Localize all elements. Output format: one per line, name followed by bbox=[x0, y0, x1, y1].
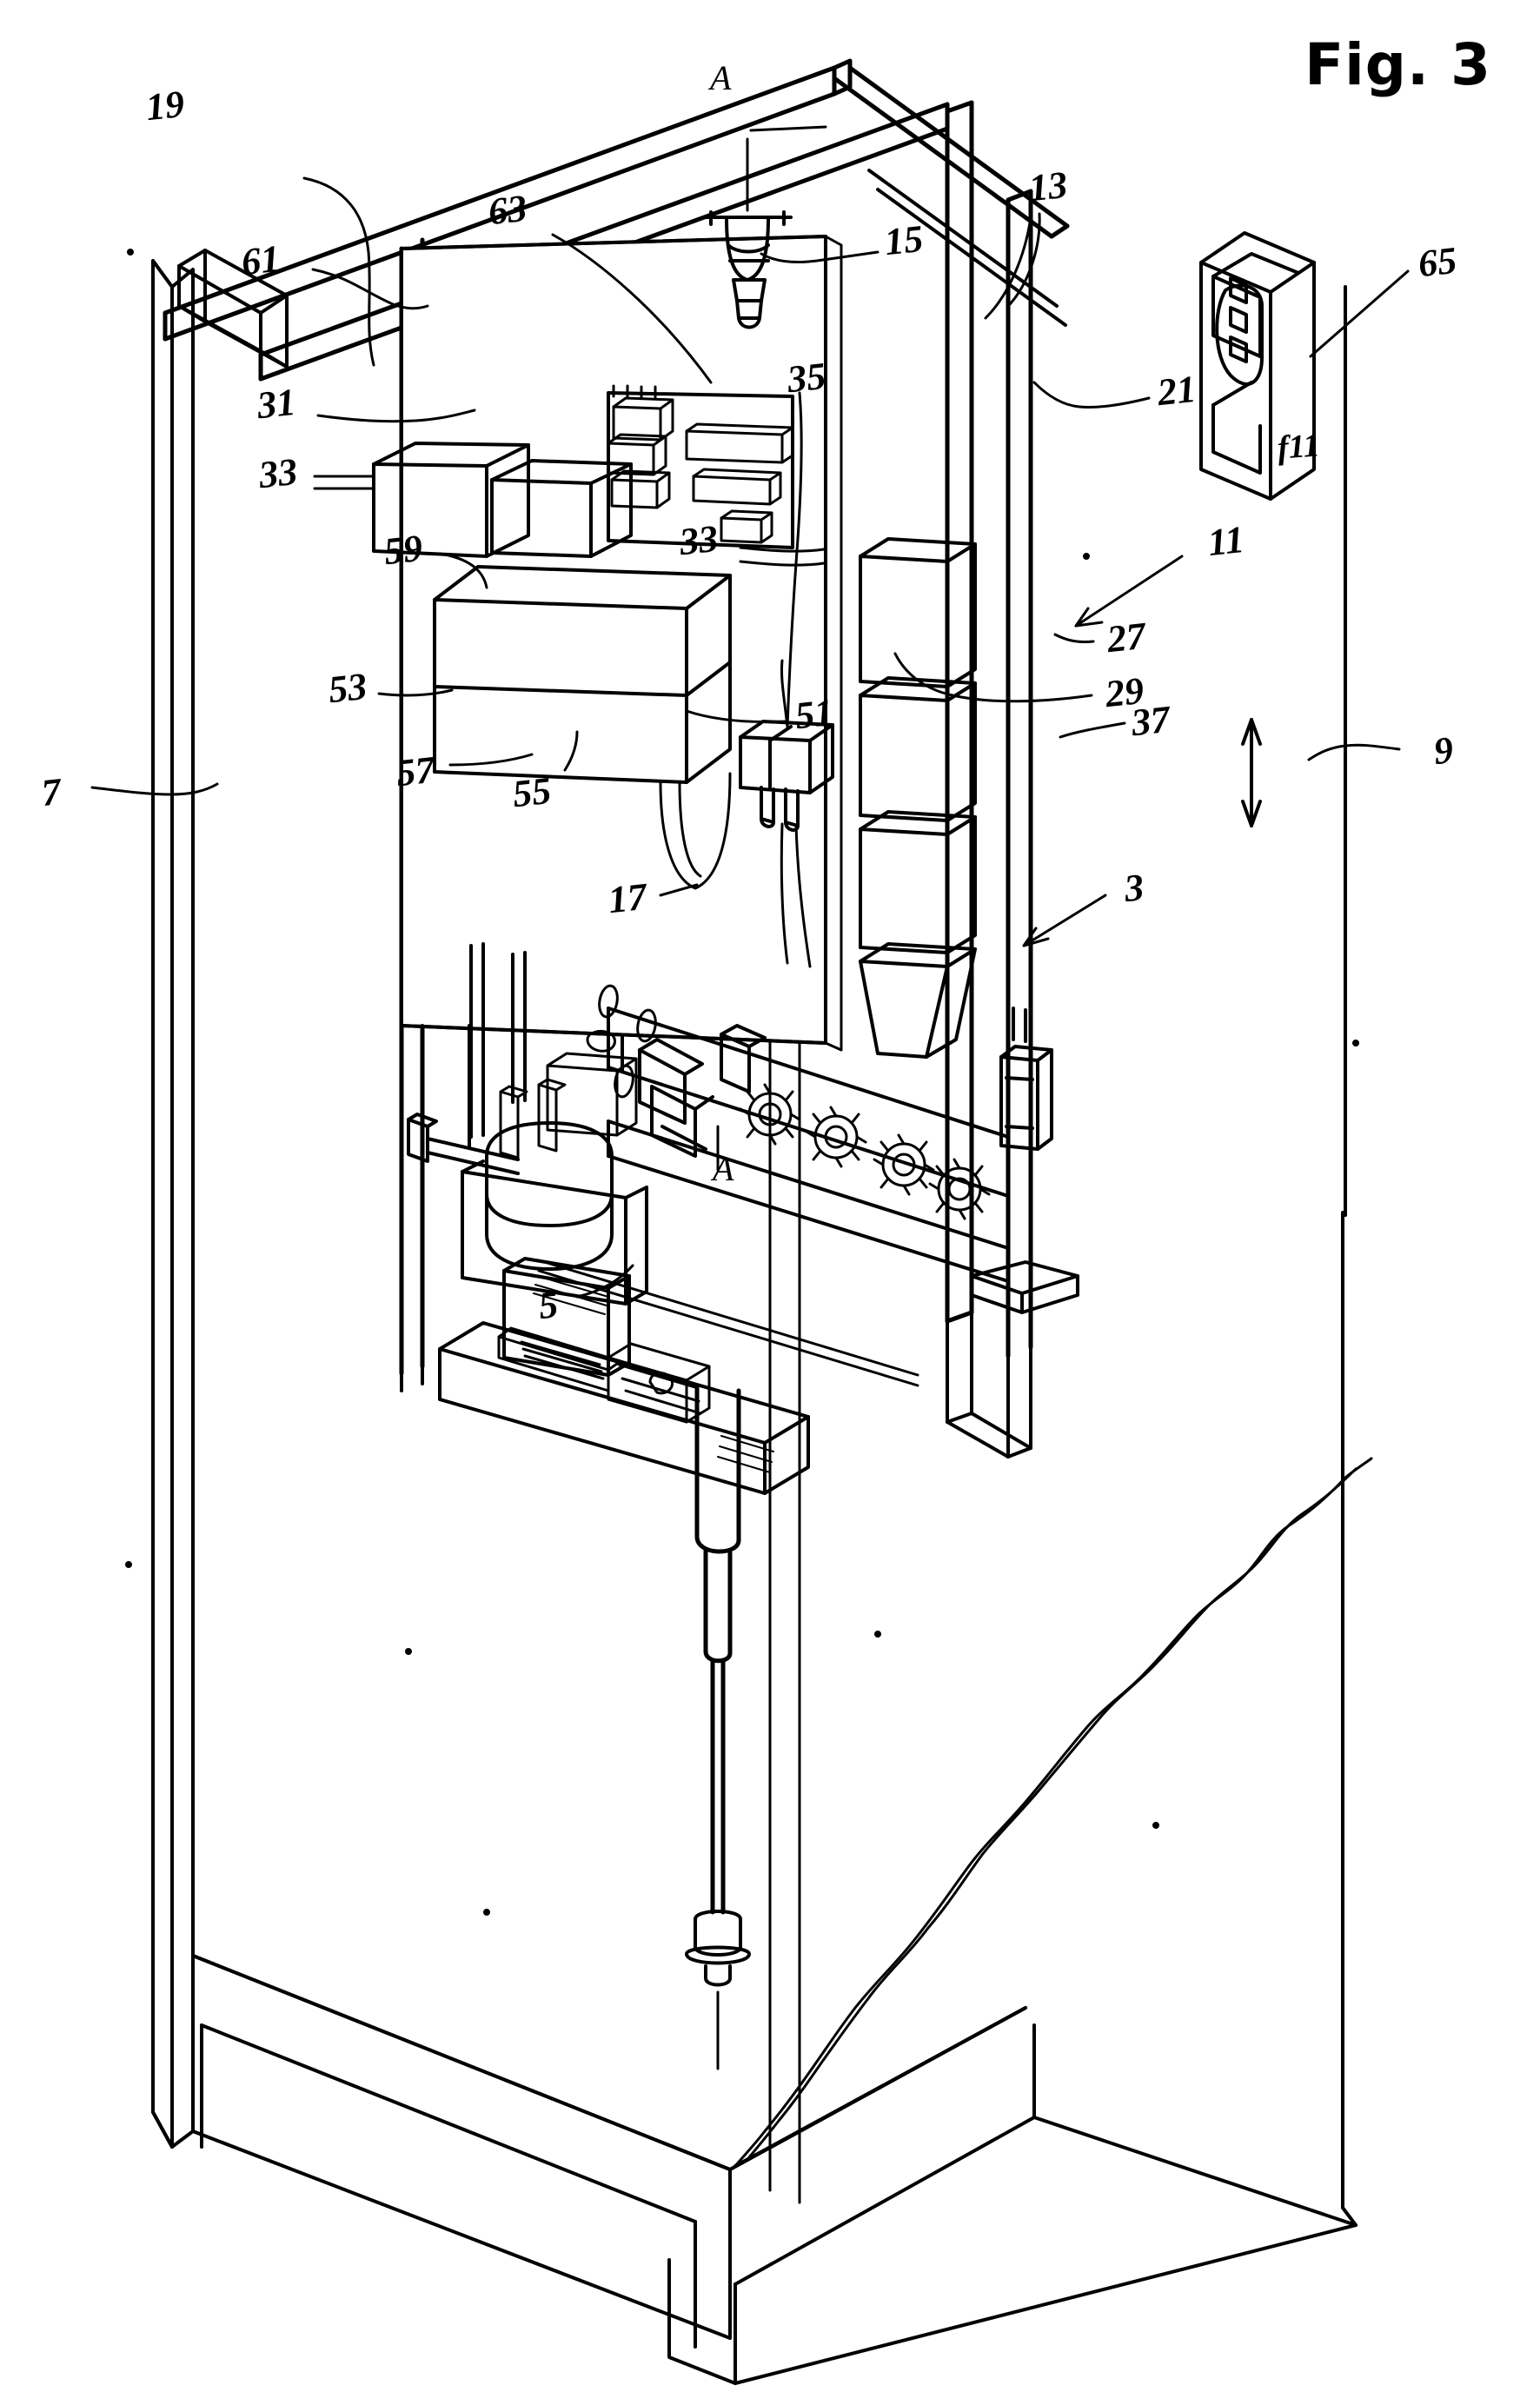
ref-numeral-53: 53 bbox=[326, 664, 369, 712]
ref-numeral-33-left: 33 bbox=[256, 449, 300, 497]
main-panel-19 bbox=[400, 235, 827, 1045]
upper-spindle-head-15 bbox=[702, 210, 793, 329]
transformer-block-31 bbox=[433, 565, 732, 784]
section-marker-a-bottom: A bbox=[713, 1149, 734, 1188]
ref-numeral-61: 61 bbox=[239, 236, 282, 284]
frame-top-right-beam bbox=[832, 65, 1070, 239]
angled-bracket-51 bbox=[638, 1038, 714, 1158]
ref-numeral-7: 7 bbox=[39, 769, 63, 815]
torn-break-edge-inner bbox=[747, 1467, 1357, 2159]
rotary-heads-29 bbox=[739, 1083, 991, 1220]
cabinet-floor bbox=[191, 1954, 1027, 2340]
component-block-61b bbox=[490, 459, 633, 558]
detail-hatching bbox=[533, 1275, 609, 1315]
piston-foot bbox=[685, 1910, 751, 1987]
slide-block-27 bbox=[999, 1007, 1053, 1151]
mid-cross-plate-lower bbox=[607, 1120, 1010, 1283]
ref-numeral-31: 31 bbox=[255, 380, 298, 428]
ref-numeral-9: 9 bbox=[1431, 728, 1456, 774]
component-block-61 bbox=[372, 442, 530, 558]
ref-numeral-11: 11 bbox=[1205, 517, 1246, 565]
frame-right-post bbox=[945, 100, 974, 1324]
ref-numeral-57: 57 bbox=[394, 748, 437, 795]
torn-break-edge bbox=[733, 1457, 1373, 2168]
figure-title: Fig. 3 bbox=[1304, 31, 1491, 98]
main-panel-edge bbox=[824, 235, 843, 1052]
posts bbox=[499, 1078, 567, 1159]
ref-numeral-15: 15 bbox=[882, 216, 926, 264]
circuit-board-63 bbox=[607, 391, 794, 549]
ref-numeral-35: 35 bbox=[785, 354, 828, 402]
ref-numeral-55: 55 bbox=[510, 768, 554, 816]
ref-numeral-37: 37 bbox=[1129, 697, 1172, 745]
frame-right-post-outer bbox=[1006, 189, 1033, 1359]
cabinet-floor-lip bbox=[667, 2023, 1357, 2385]
ref-numeral-13: 13 bbox=[1026, 163, 1070, 210]
ref-numeral-59: 59 bbox=[382, 526, 425, 574]
ref-numeral-27: 27 bbox=[1105, 614, 1148, 661]
ref-numeral-63: 63 bbox=[486, 186, 529, 234]
cabinet-outer-wall bbox=[1341, 1211, 1357, 2227]
ref-numeral-17: 17 bbox=[606, 874, 649, 922]
ref-numeral-65: 65 bbox=[1416, 238, 1459, 286]
small-dots bbox=[125, 249, 1359, 1916]
foot-bracket-37 bbox=[970, 1260, 1079, 1314]
ref-numeral-21: 21 bbox=[1155, 367, 1198, 415]
leader-lines bbox=[90, 125, 1410, 1299]
cabinet-corner-bracket bbox=[177, 249, 289, 369]
cabinet-floor-riser bbox=[200, 2023, 697, 2349]
rail-51 bbox=[537, 1259, 919, 1387]
frame-top-right-beam-b bbox=[867, 169, 1067, 327]
base-plate-57 bbox=[438, 1321, 810, 1495]
motor-body-53 bbox=[485, 1121, 614, 1271]
module-65 bbox=[1199, 231, 1316, 501]
inner-frame-lower bbox=[946, 1311, 1032, 1458]
angled-bracket-b bbox=[607, 1024, 767, 1093]
ref-numeral-33-middle: 33 bbox=[677, 516, 720, 564]
piston-rod-17 bbox=[694, 1385, 741, 1915]
cable-loop-33 bbox=[659, 772, 732, 890]
cabinet-back-plane bbox=[768, 972, 801, 2204]
section-marker-a-top: A bbox=[710, 58, 732, 97]
panel-support-bar bbox=[400, 1024, 471, 1392]
motor-cap bbox=[546, 1029, 638, 1137]
ref-numeral-19: 19 bbox=[143, 82, 187, 130]
force-arrow-f11 bbox=[1241, 718, 1262, 827]
cabinet-left-panel bbox=[151, 259, 195, 2149]
ref-numeral-51: 51 bbox=[793, 690, 836, 738]
relay-box-35 bbox=[739, 720, 834, 832]
ref-numeral-3: 3 bbox=[1122, 865, 1146, 911]
magazine-stack-21 bbox=[859, 537, 977, 1059]
force-label-f11: f11 bbox=[1276, 427, 1321, 467]
base-plate-bar bbox=[497, 1326, 622, 1392]
ref-numeral-5: 5 bbox=[536, 1282, 561, 1328]
base-plate-hatch bbox=[717, 1435, 774, 1473]
